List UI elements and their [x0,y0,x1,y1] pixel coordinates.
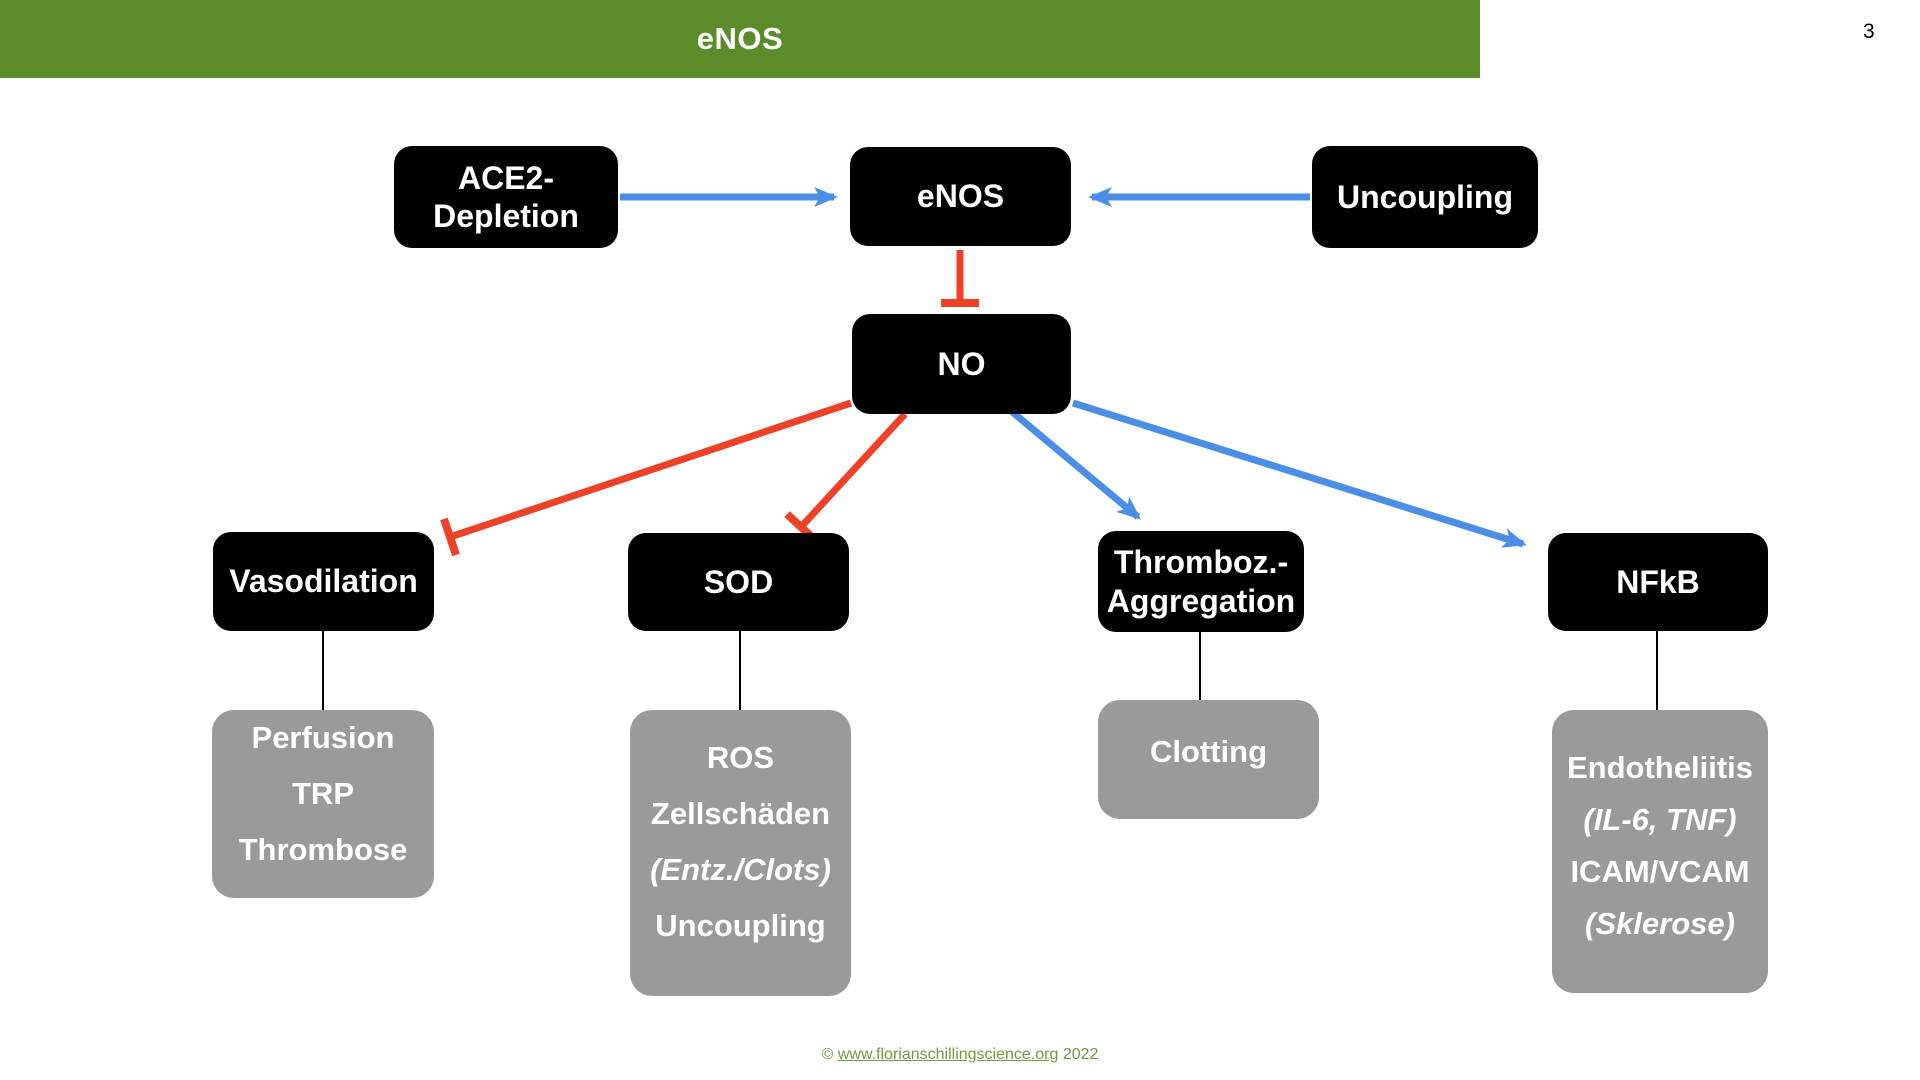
node-enos: eNOS [850,147,1071,246]
footer-year: 2022 [1062,1046,1099,1063]
node-ros-zellschaeden-uncoupling: ROS Zellschäden (Entz./Clots) Uncoupling [630,710,851,996]
node-endotheliitis-icam-vcam: Endotheliitis (IL-6, TNF) ICAM/VCAM (Skl… [1552,710,1768,993]
node-line: ROS [706,740,775,775]
node-line: ICAM/VCAM [1570,854,1750,889]
node-label: ACE2- [457,159,554,196]
node-label: Depletion [433,198,579,234]
node-label: Aggregation [1106,582,1296,619]
node-sod: SOD [628,533,849,631]
node-vasodilation: Vasodilation [213,532,434,631]
page-number: 3 [1863,20,1875,43]
node-line: TRP [292,776,354,811]
edge-no-to-vasodilation-inhibit [440,399,853,557]
copyright-symbol: © [821,1046,834,1063]
node-uncoupling: Uncoupling [1312,146,1538,248]
footer-copyright: © www.florianschillingscience.org 2022 [0,1046,1920,1064]
node-line: (Entz./Clots) [650,852,831,887]
node-line: Uncoupling [655,908,826,943]
node-line: Thrombose [238,832,408,867]
node-nfkb: NFkB [1548,533,1768,631]
node-thromboz-aggregation: Thromboz.- Aggregation [1098,531,1304,632]
node-line: (IL-6, TNF) [1583,802,1737,837]
node-label: Vasodilation [229,563,418,600]
node-no: NO [852,314,1071,414]
node-line: Clotting [1149,734,1268,769]
node-clotting: Clotting [1098,700,1319,819]
header-bar: eNOS [0,0,1480,78]
node-label: Uncoupling [1337,178,1513,215]
edge-no-to-sod-inhibit [784,411,908,543]
edge-no-to-thromboz-arrow [1007,407,1142,520]
node-ace2-depletion: ACE2- Depletion [394,146,618,248]
slide-title: eNOS [696,21,784,56]
node-line: Perfusion [251,720,395,755]
node-label: NFkB [1616,563,1700,600]
node-label: Thromboz.- [1113,544,1289,581]
node-line: (Sklerose) [1585,906,1735,941]
node-perfusion-trp-thrombose: Perfusion TRP Thrombose [212,710,434,898]
node-label: eNOS [916,178,1005,215]
footer-website-link[interactable]: www.florianschillingscience.org [837,1046,1059,1063]
node-line: Endotheliitis [1567,750,1753,785]
node-label: NO [937,345,986,382]
edge-no-to-nfkb-arrow [1071,399,1527,548]
node-label: SOD [703,563,774,600]
node-line: Zellschäden [650,796,831,831]
